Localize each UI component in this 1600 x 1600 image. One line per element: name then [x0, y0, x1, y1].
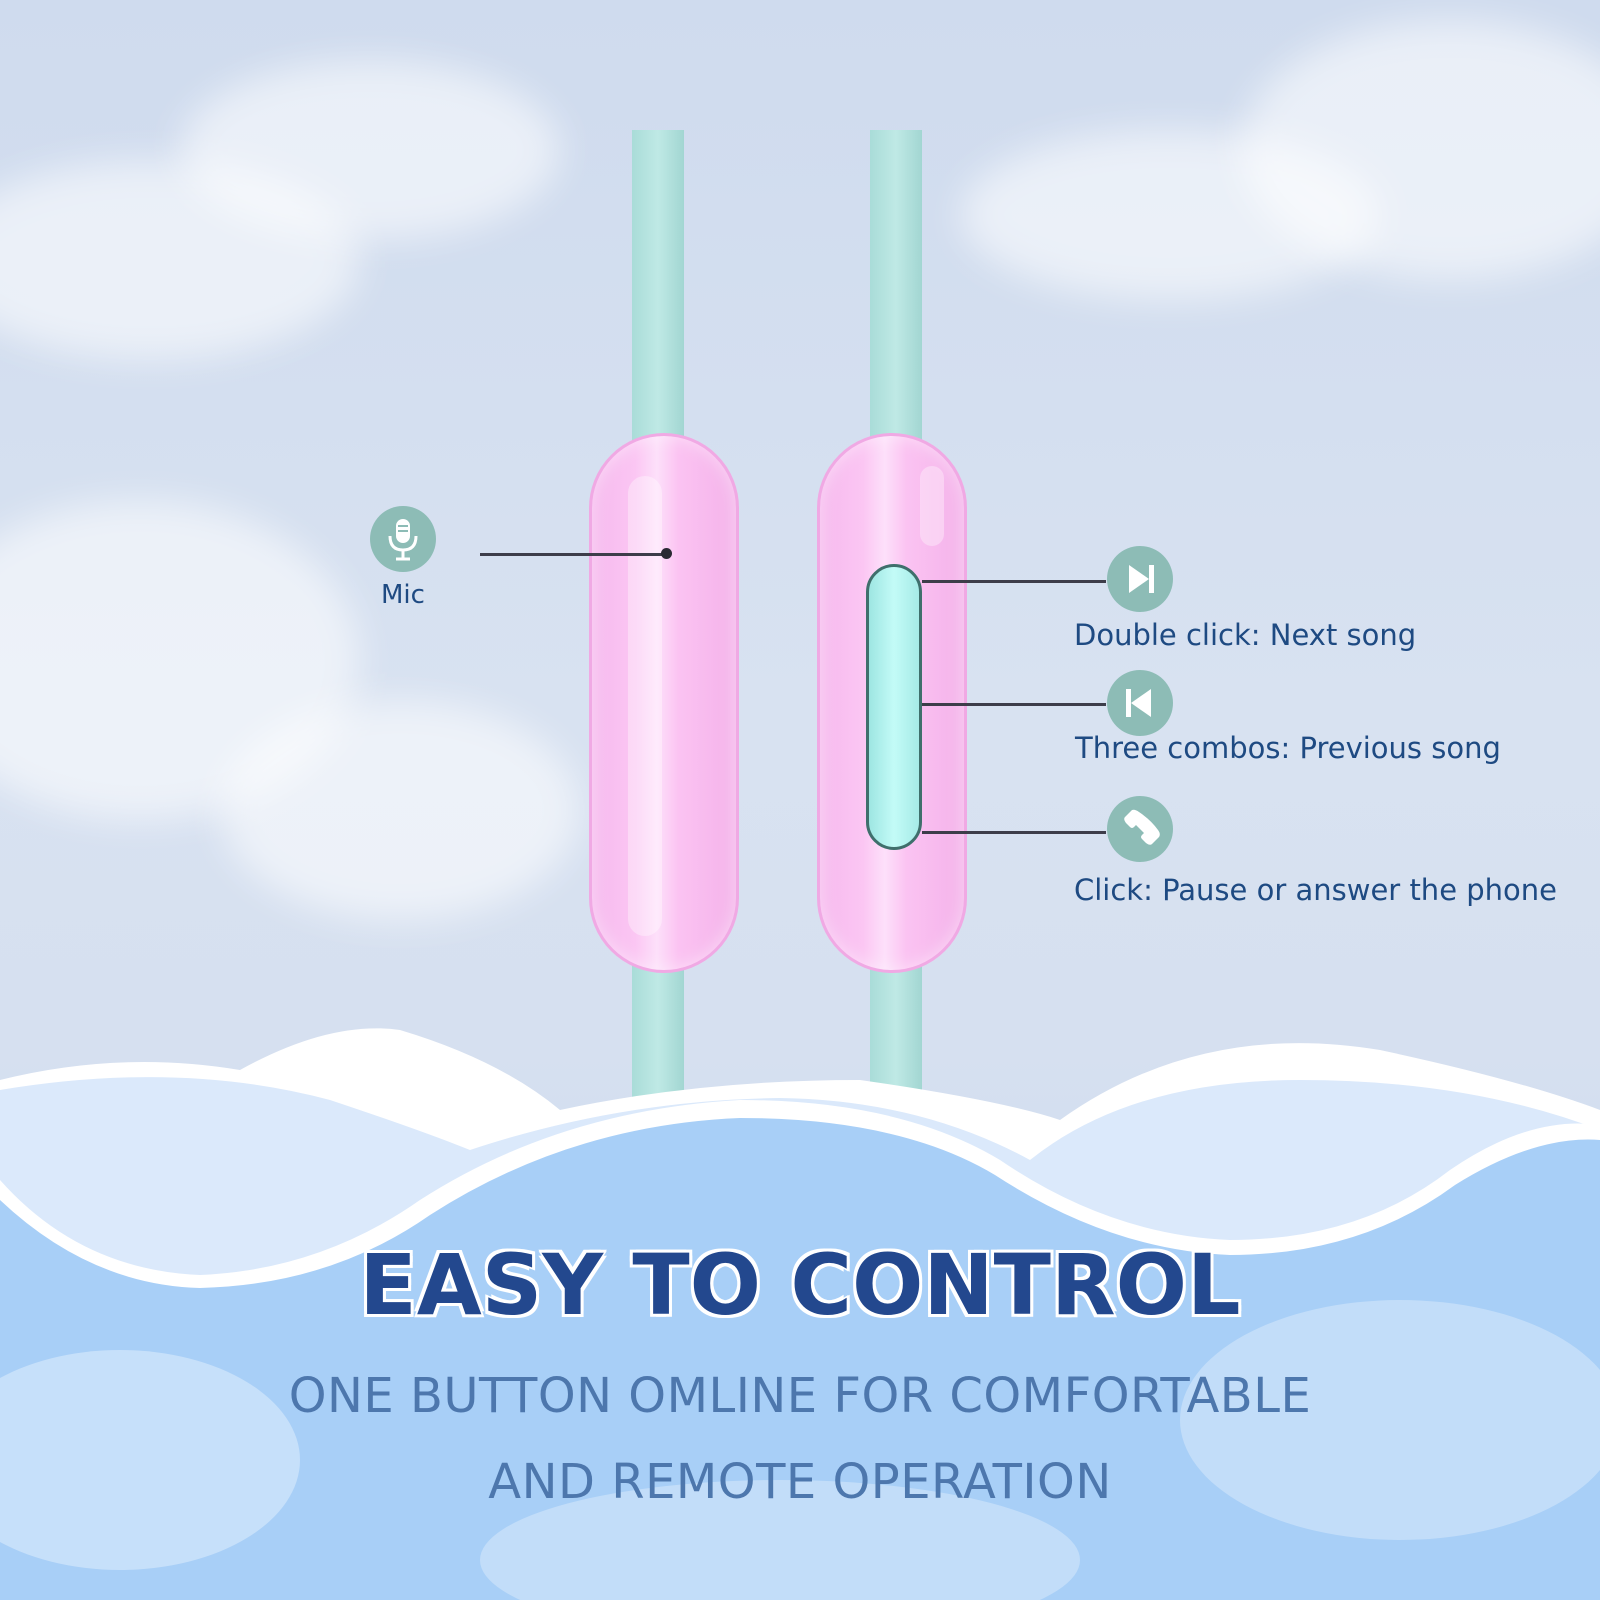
- phone-icon: [1107, 796, 1173, 862]
- mic-icon: [370, 506, 436, 572]
- remote-mic-housing: [589, 433, 739, 973]
- skip-next-icon: [1107, 546, 1173, 612]
- mic-label: Mic: [381, 580, 425, 610]
- control-button[interactable]: [866, 564, 922, 850]
- next-leader-line: [922, 580, 1106, 583]
- skip-previous-icon: [1107, 670, 1173, 736]
- housing-highlight: [920, 466, 944, 546]
- previous-leader-line: [922, 703, 1106, 706]
- headline: EASY TO CONTROL: [358, 1235, 1242, 1336]
- pause-answer-label: Click: Pause or answer the phone: [1074, 873, 1558, 907]
- mic-leader-line: [480, 553, 666, 556]
- subtitle-line-1: ONE BUTTON OMLINE FOR COMFORTABLE: [288, 1368, 1312, 1424]
- cloud: [220, 700, 580, 920]
- pause-leader-line: [922, 831, 1106, 834]
- previous-song-label: Three combos: Previous song: [1075, 731, 1501, 765]
- mic-point: [661, 548, 672, 559]
- next-song-label: Double click: Next song: [1074, 618, 1417, 652]
- housing-highlight: [628, 476, 662, 936]
- subtitle-line-2: AND REMOTE OPERATION: [488, 1454, 1112, 1510]
- cloud: [1240, 20, 1600, 280]
- cloud: [180, 60, 560, 240]
